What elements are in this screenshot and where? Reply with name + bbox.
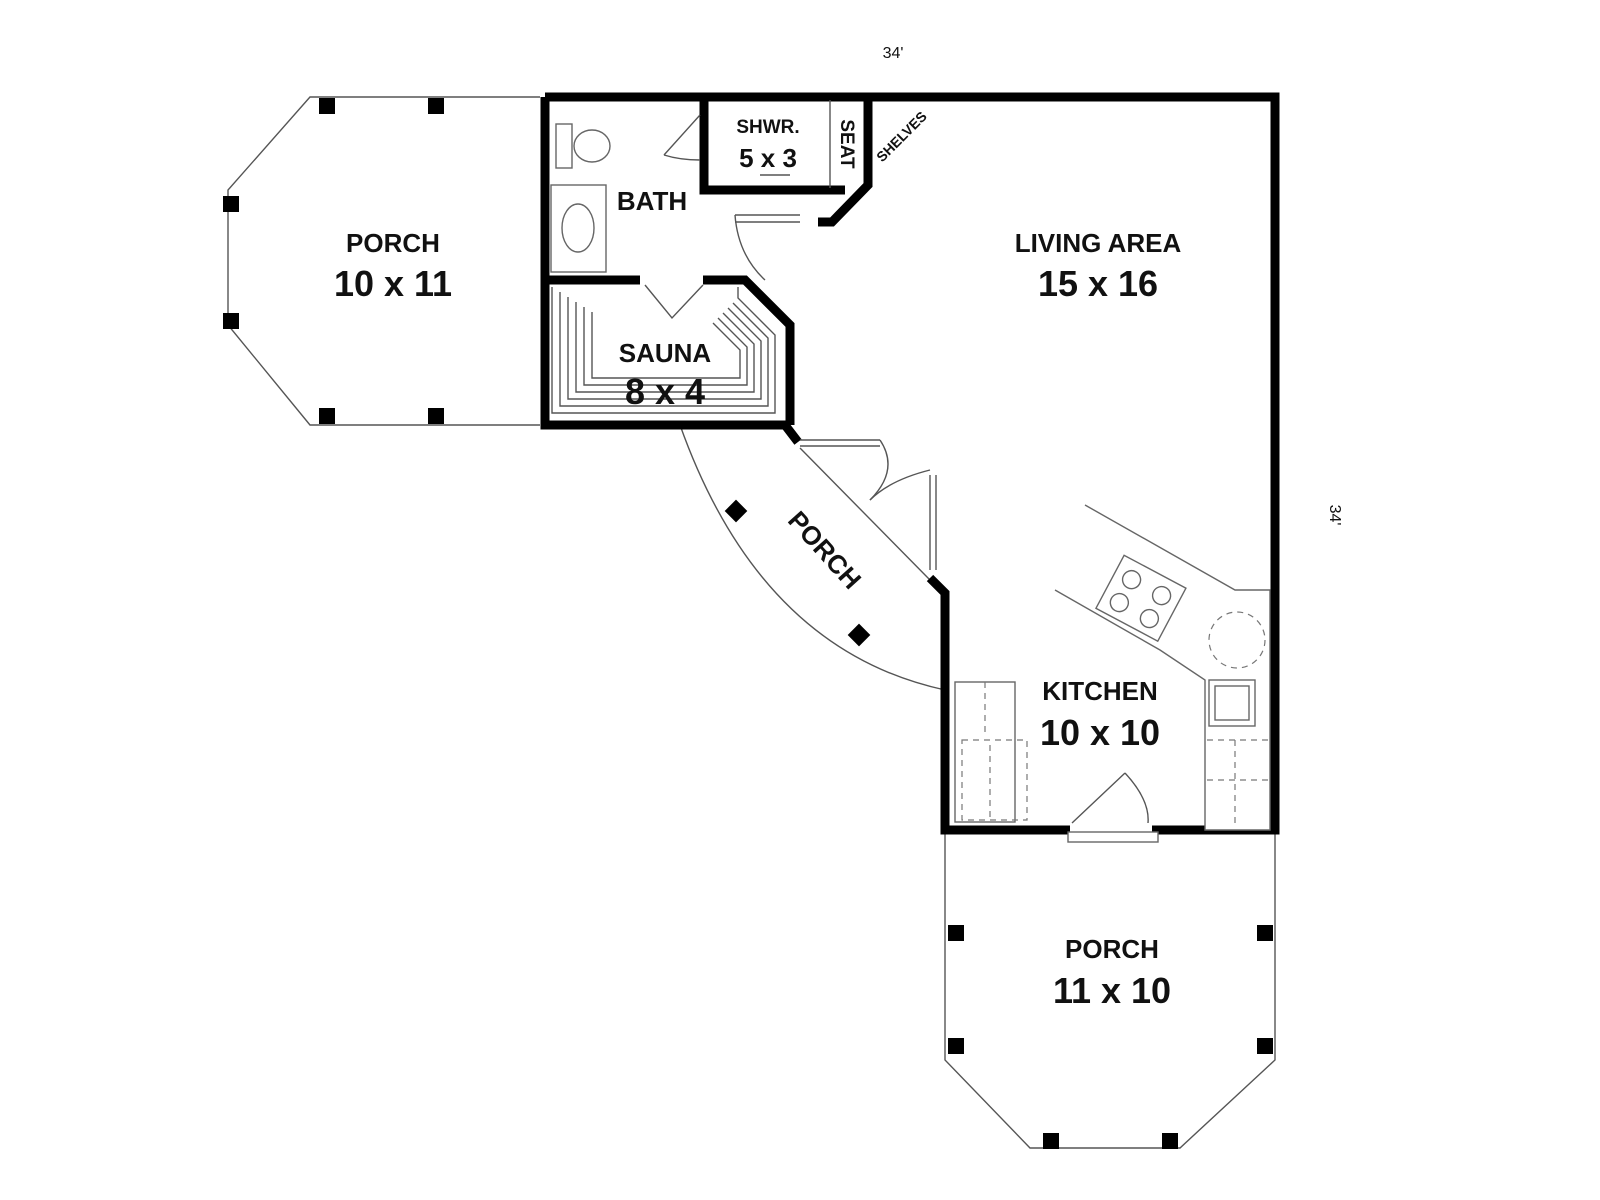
bath-fixtures — [550, 114, 800, 281]
porch-post — [319, 98, 335, 114]
bath-name: BATH — [617, 186, 687, 216]
vanity — [550, 184, 607, 273]
kitchen-sink-basin — [1214, 685, 1250, 721]
overall-depth-dim: 34' — [1326, 505, 1343, 526]
porch-post — [1043, 1133, 1059, 1149]
living-area-name: LIVING AREA — [1015, 228, 1182, 258]
sauna-bench-line — [559, 292, 769, 407]
burner — [1121, 569, 1142, 590]
porch-diagonal-edge — [799, 447, 931, 581]
shower-name: SHWR. — [736, 117, 799, 138]
porch-west-size: 10 x 11 — [334, 263, 452, 304]
porch-post — [223, 196, 239, 212]
porch-post — [428, 408, 444, 424]
shelves-label: SHELVES — [873, 108, 930, 165]
porch-diagonal-arc — [679, 424, 946, 691]
kitchen-fixtures — [954, 504, 1271, 843]
kitchen-counter — [1054, 504, 1271, 831]
porch-post — [223, 313, 239, 329]
shower-size: 5 x 3 — [739, 143, 797, 173]
sauna-size: 8 x 4 — [625, 371, 705, 412]
refrigerator — [961, 739, 1028, 821]
door-swing — [869, 439, 889, 501]
overall-width-dim: 34' — [883, 45, 904, 62]
exterior-wall — [926, 574, 1070, 835]
porch-post — [724, 499, 748, 523]
porch-post — [847, 623, 871, 647]
toilet-bowl — [573, 129, 611, 163]
sink — [561, 203, 595, 253]
porch-south-size: 11 x 10 — [1053, 970, 1171, 1011]
toilet-tank — [555, 123, 573, 169]
walls — [540, 92, 1280, 835]
porch-diagonal-name: PORCH — [782, 505, 867, 595]
door-threshold — [1067, 831, 1159, 843]
burner — [1151, 585, 1172, 606]
sauna-bench-line — [583, 307, 748, 386]
porch-post — [948, 1038, 964, 1054]
porch-south — [944, 830, 1276, 1149]
living-doors — [800, 439, 937, 570]
porch-diagonal — [679, 424, 946, 691]
interior-wall — [703, 275, 795, 425]
porch-post — [1257, 1038, 1273, 1054]
sauna-bench-line — [567, 297, 762, 400]
burner — [1109, 592, 1130, 613]
porch-post — [319, 408, 335, 424]
exterior-wall — [540, 97, 802, 445]
porch-south-name: PORCH — [1065, 934, 1159, 964]
kitchen-name: KITCHEN — [1042, 676, 1158, 706]
interior-wall — [699, 97, 845, 195]
door-swing — [869, 469, 931, 501]
porch-west — [223, 96, 540, 426]
sauna-bench-line — [575, 302, 755, 393]
burner — [1139, 608, 1160, 629]
porch-post — [1162, 1133, 1178, 1149]
porch-post — [1257, 925, 1273, 941]
porch-post — [948, 925, 964, 941]
kitchen-counter-west — [954, 681, 1016, 823]
sauna-bench-line — [551, 287, 776, 414]
sauna-bench-line — [591, 312, 741, 379]
lazy-susan — [1208, 611, 1266, 669]
porch-west-name: PORCH — [346, 228, 440, 258]
sauna-door — [644, 284, 704, 320]
sauna-name: SAUNA — [619, 338, 712, 368]
kitchen-size: 10 x 10 — [1040, 712, 1160, 753]
kitchen-door — [1071, 772, 1149, 824]
porch-post — [428, 98, 444, 114]
bath-door — [663, 114, 701, 161]
bath-entry-door — [734, 214, 800, 281]
cooktop — [1095, 554, 1187, 643]
seat-label: SEAT — [836, 119, 857, 169]
sauna-benches — [551, 284, 776, 414]
interior-wall — [818, 97, 873, 227]
porch-south-railing — [944, 830, 1276, 1149]
porch-west-railing — [227, 96, 540, 426]
living-area-size: 15 x 16 — [1038, 263, 1158, 304]
